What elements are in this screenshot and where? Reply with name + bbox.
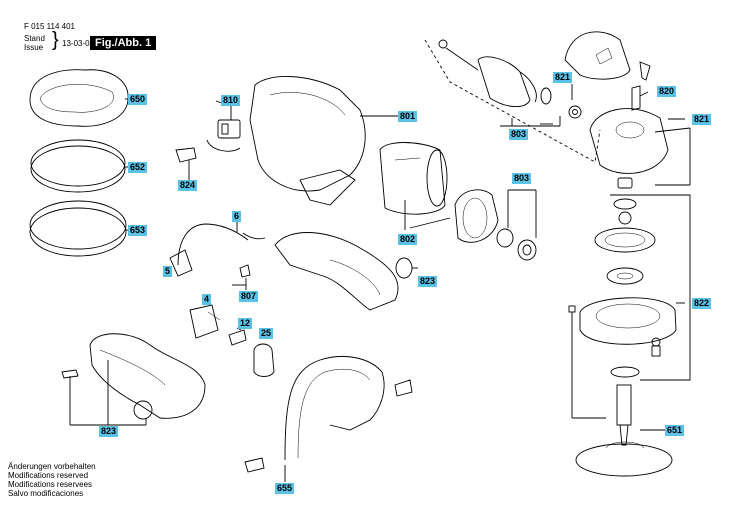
part-label-803-armature: 803 bbox=[509, 129, 529, 140]
brush-holder-drawing bbox=[175, 106, 241, 180]
motor-housing-drawing bbox=[249, 76, 398, 206]
part-label-824: 824 bbox=[178, 180, 198, 191]
part-label-651: 651 bbox=[665, 425, 685, 436]
bearings-drawing bbox=[496, 189, 537, 261]
modification-notes: Änderungen vorbehalten Modifications res… bbox=[8, 462, 96, 498]
part-label-12: 12 bbox=[238, 318, 253, 329]
part-label-652: 652 bbox=[128, 162, 148, 173]
part-label-823-rear: 823 bbox=[99, 426, 119, 437]
document-number: F 015 114 401 bbox=[24, 22, 76, 31]
pad-652-drawing bbox=[30, 139, 126, 193]
screws-807-drawing bbox=[232, 264, 251, 290]
field-coil-drawing bbox=[379, 142, 451, 230]
part-label-822: 822 bbox=[692, 298, 712, 309]
part-label-5: 5 bbox=[163, 266, 173, 277]
note-es: Salvo modificaciones bbox=[8, 489, 84, 498]
part-label-4: 4 bbox=[202, 294, 212, 305]
part-label-6: 6 bbox=[232, 211, 242, 222]
part-label-25: 25 bbox=[259, 328, 274, 339]
power-cable-drawing bbox=[169, 220, 266, 277]
fan-drawing bbox=[454, 189, 499, 243]
part-label-801: 801 bbox=[398, 111, 418, 122]
brace-glyph: } bbox=[52, 29, 59, 51]
part-label-821-right: 821 bbox=[692, 114, 712, 125]
armature-box-outline bbox=[424, 39, 601, 163]
part-label-653: 653 bbox=[128, 225, 148, 236]
part-label-821-top: 821 bbox=[553, 72, 573, 83]
armature-drawing bbox=[438, 39, 582, 127]
loop-handle-drawing bbox=[244, 355, 413, 482]
part-label-655: 655 bbox=[275, 483, 295, 494]
part-label-803-bearings: 803 bbox=[512, 173, 532, 184]
part-label-810: 810 bbox=[221, 95, 241, 106]
gear-housing-drawing bbox=[564, 31, 691, 186]
backing-pad-drawing bbox=[575, 384, 673, 477]
issue-label: Issue bbox=[24, 43, 44, 52]
pad-650-drawing bbox=[29, 69, 129, 127]
stand-label: Stand bbox=[24, 34, 45, 43]
note-en: Modifications reserved bbox=[8, 471, 89, 480]
part-label-823-handle: 823 bbox=[418, 276, 438, 287]
note-de: Änderungen vorbehalten bbox=[8, 462, 96, 471]
switch-drawing bbox=[189, 296, 275, 377]
rear-handle-drawing bbox=[61, 333, 206, 426]
handle-housing-drawing bbox=[274, 232, 418, 311]
part-label-802: 802 bbox=[398, 234, 418, 245]
issue-date: 13-03-08 bbox=[62, 39, 95, 48]
figure-badge: Fig./Abb. 1 bbox=[90, 36, 157, 50]
gearbox-stack-drawing bbox=[568, 177, 691, 419]
part-label-820: 820 bbox=[657, 86, 677, 97]
part-label-807: 807 bbox=[239, 291, 259, 302]
note-fr: Modifications reservees bbox=[8, 480, 93, 489]
part-label-650: 650 bbox=[128, 94, 148, 105]
pad-653-drawing bbox=[29, 200, 127, 257]
